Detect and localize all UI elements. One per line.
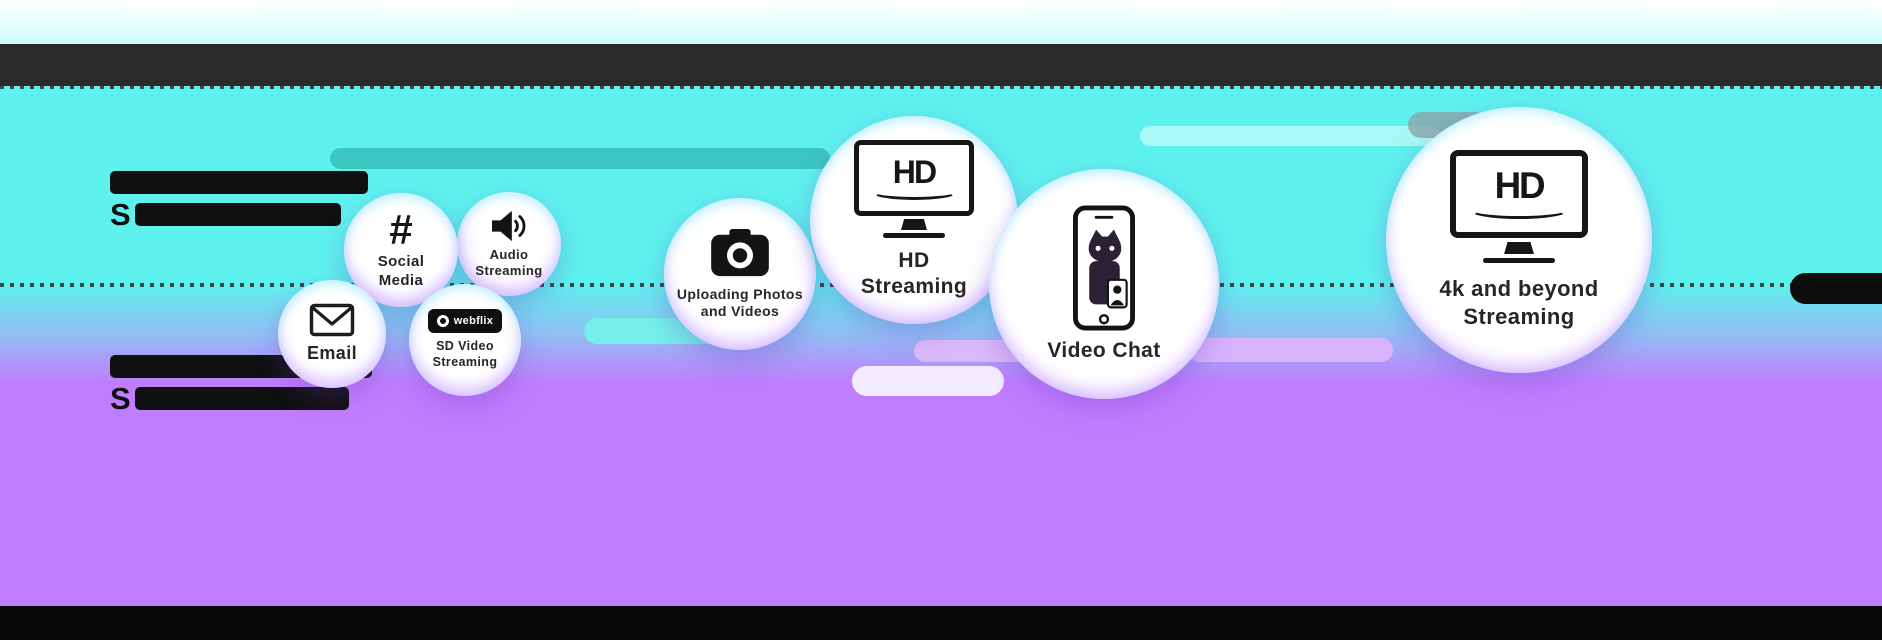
bubble-label: SD Video Streaming bbox=[432, 339, 498, 369]
tv-stand-neck bbox=[1504, 241, 1534, 255]
hd-logo-text: HD bbox=[1494, 165, 1546, 207]
bubble-uploading-photos-videos: Uploading Photos and Videos bbox=[664, 198, 816, 350]
tv-screen-curve bbox=[871, 185, 957, 200]
tv-screen: HD bbox=[1449, 149, 1589, 238]
bubble-sd-video-streaming: webflix SD Video Streaming bbox=[409, 284, 521, 396]
webflix-badge-icon: webflix bbox=[427, 309, 503, 334]
webflix-dot-icon bbox=[436, 315, 449, 328]
bubble-label: Email bbox=[306, 343, 358, 364]
video-chat-phone-icon bbox=[1072, 205, 1136, 331]
bubble-label: Uploading Photos and Videos bbox=[676, 285, 804, 320]
redacted-text-row: S bbox=[110, 381, 372, 416]
tv-stand-base bbox=[883, 233, 945, 238]
top-strip bbox=[0, 0, 1882, 44]
bubble-label: HD Streaming bbox=[860, 249, 968, 299]
footer-bar bbox=[0, 606, 1882, 640]
hd-logo-text: HD bbox=[892, 153, 937, 190]
bubble-label: 4k and beyond Streaming bbox=[1439, 276, 1599, 329]
tv-stand-neck bbox=[901, 219, 927, 230]
envelope-icon bbox=[309, 304, 355, 337]
tv-stand-base bbox=[1483, 257, 1555, 264]
redacted-text-bar bbox=[134, 203, 341, 226]
header-bar bbox=[0, 44, 1882, 86]
bubble-label: Video Chat bbox=[1047, 338, 1161, 362]
speed-capsule bbox=[1188, 338, 1393, 362]
speaker-icon bbox=[492, 210, 526, 241]
tv-screen: HD bbox=[854, 139, 974, 216]
redacted-text-row: S bbox=[110, 197, 368, 232]
redacted-text-bar bbox=[110, 171, 368, 194]
left-heading-letter: S bbox=[110, 381, 132, 416]
hd-tv-icon: HD bbox=[1449, 149, 1589, 264]
bubble-video-chat: Video Chat bbox=[989, 169, 1219, 399]
tv-screen-curve bbox=[1470, 202, 1568, 219]
hashtag-icon: # bbox=[389, 206, 413, 254]
redacted-text-bar bbox=[134, 387, 349, 410]
bubble-4k-beyond-streaming: HD 4k and beyond Streaming bbox=[1386, 107, 1652, 373]
left-heading-upper: S bbox=[110, 171, 368, 232]
hd-tv-icon: HD bbox=[854, 139, 974, 238]
bubble-hd-streaming: HD HD Streaming bbox=[810, 116, 1018, 324]
speed-capsule bbox=[914, 340, 1036, 362]
bubble-social-media: # Social Media bbox=[344, 193, 458, 307]
speed-capsule bbox=[1140, 126, 1440, 146]
left-heading-letter: S bbox=[110, 197, 132, 232]
speed-capsule bbox=[330, 148, 830, 169]
camera-icon bbox=[711, 228, 769, 276]
dotted-divider-top bbox=[0, 85, 1882, 89]
webflix-logo-text: webflix bbox=[453, 315, 494, 328]
speed-capsule bbox=[852, 366, 1004, 396]
bubble-label: Audio Streaming bbox=[475, 246, 543, 278]
right-edge-capsule bbox=[1790, 273, 1882, 304]
bubble-label: Social Media bbox=[377, 253, 425, 289]
bubble-audio-streaming: Audio Streaming bbox=[457, 192, 561, 296]
bubble-email: Email bbox=[278, 280, 386, 388]
